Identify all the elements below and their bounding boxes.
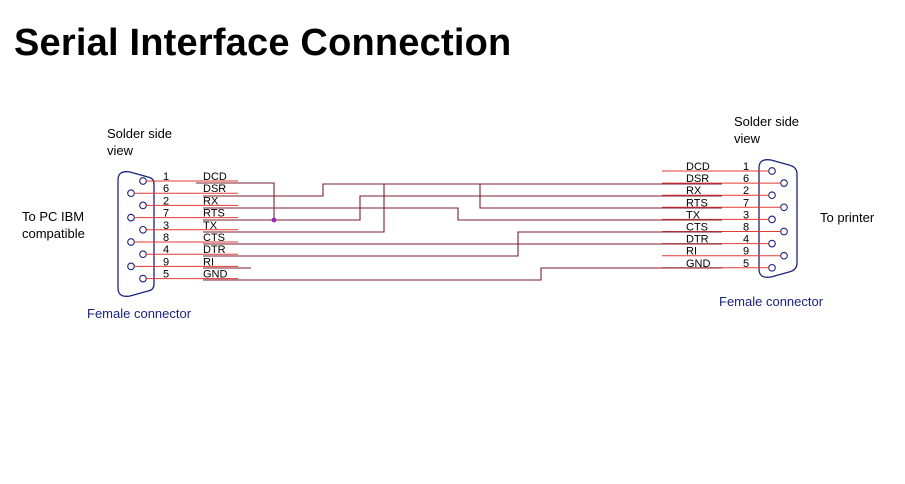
left-pin-row: 1 DCD (146, 171, 238, 183)
right-solder-side-label: Solder side view (734, 113, 799, 147)
left-signal-label: DTR (203, 244, 226, 256)
left-signal-label: TX (203, 220, 218, 232)
right-pin-number: 4 (743, 234, 749, 246)
left-pin-number: 9 (163, 256, 169, 268)
wire-rts-to-dsr (203, 195, 722, 221)
left-pin-row: 9 RI (134, 256, 238, 268)
left-pin-hole (139, 250, 147, 259)
right-pin-row: DCD 1 (662, 161, 769, 173)
left-solder-line2: view (107, 143, 134, 158)
left-pin-number: 2 (163, 195, 169, 207)
wire-dcd-dsr-jumper (196, 182, 275, 219)
left-solder-line1: Solder side (107, 126, 173, 141)
left-connector-shell (117, 171, 155, 297)
right-connector-label: Female connector (719, 294, 824, 309)
right-pin-hole (768, 191, 776, 200)
left-pin-number: 8 (163, 232, 169, 244)
left-signal-label: DCD (203, 171, 227, 183)
left-pin-hole (127, 238, 135, 246)
right-pin-row: RX 2 (662, 185, 769, 197)
right-signal-label: RI (686, 246, 697, 258)
left-to-line1: To PC IBM (22, 209, 85, 224)
right-signal-label: TX (686, 209, 701, 221)
right-pin-number: 5 (743, 258, 749, 270)
wire-rx-to-tx (203, 207, 722, 221)
left-signal-label: DSR (203, 183, 226, 195)
left-signal-label: CTS (203, 232, 225, 244)
right-pin-number: 9 (743, 246, 749, 258)
page-title: Serial Interface Connection (14, 22, 512, 64)
right-signal-label: RX (686, 185, 702, 197)
left-pin-number: 5 (163, 269, 169, 281)
left-pin-hole (127, 189, 135, 198)
right-pin-hole (780, 251, 788, 260)
left-pin-hole (139, 177, 147, 185)
right-signal-label: DCD (686, 161, 710, 173)
right-pin-hole (768, 239, 776, 248)
right-signal-label: GND (686, 258, 711, 270)
right-pin-number: 3 (743, 209, 749, 221)
right-pin-hole (780, 227, 788, 236)
left-pin-number: 4 (163, 244, 169, 256)
right-signal-label: RTS (686, 197, 708, 209)
junction-dot (271, 217, 277, 223)
left-pin-number: 7 (163, 208, 169, 220)
right-pin-number: 1 (743, 161, 749, 173)
right-pin-row: RTS 7 (662, 197, 781, 209)
right-destination-label: To printer (820, 210, 875, 225)
right-pin-number: 6 (743, 173, 749, 185)
right-pin-row: DSR 6 (662, 173, 781, 185)
right-solder-line1: Solder side (734, 114, 800, 129)
left-connector-label: Female connector (87, 306, 192, 321)
left-solder-side-label: Solder side view (107, 125, 172, 159)
left-pin-row: 4 DTR (146, 244, 238, 256)
wire-gnd-to-gnd (203, 267, 722, 281)
wire-dtr-to-cts (203, 231, 722, 257)
left-signal-label: RTS (203, 208, 225, 220)
left-pin-hole (139, 225, 147, 234)
right-signal-label: DTR (686, 234, 709, 246)
left-pin-row: 6 DSR (134, 183, 238, 195)
wires (196, 182, 722, 281)
right-pin-number: 2 (743, 185, 749, 197)
left-pin-hole (127, 213, 135, 222)
left-signal-label: RI (203, 256, 214, 268)
left-signal-label: RX (203, 195, 219, 207)
left-pin-row: 5 GND (146, 269, 238, 281)
right-pin-row: RI 9 (662, 246, 781, 258)
right-signal-label: CTS (686, 222, 708, 234)
left-pin-number: 1 (163, 171, 169, 183)
right-pin-number: 7 (743, 197, 749, 209)
left-pin-row: 8 CTS (134, 232, 238, 244)
right-connector-shell (758, 159, 798, 278)
right-pin-hole (768, 263, 776, 272)
left-pin-hole (139, 201, 147, 210)
wire-tx-to-rx (203, 183, 722, 233)
right-signal-label: DSR (686, 173, 709, 185)
left-signal-label: GND (203, 269, 228, 281)
right-solder-line2: view (734, 131, 761, 146)
left-pin-number: 3 (163, 220, 169, 232)
left-pin-row: 7 RTS (134, 208, 238, 220)
right-pin-hole (780, 179, 788, 187)
left-pin-hole (139, 274, 147, 283)
left-db9-connector (117, 171, 155, 297)
right-pin-hole (780, 203, 788, 212)
left-pin-row: 2 RX (146, 195, 238, 207)
right-pin-hole (768, 215, 776, 224)
left-destination-label: To PC IBM compatible (22, 208, 85, 242)
right-pin-row: TX 3 (662, 209, 769, 221)
left-to-line2: compatible (22, 226, 85, 241)
left-pin-row: 3 TX (146, 220, 238, 232)
right-db9-connector (758, 159, 798, 278)
left-pin-hole (127, 262, 135, 271)
right-pin-hole (768, 167, 776, 175)
left-pin-number: 6 (163, 183, 169, 195)
right-pin-number: 8 (743, 222, 749, 234)
